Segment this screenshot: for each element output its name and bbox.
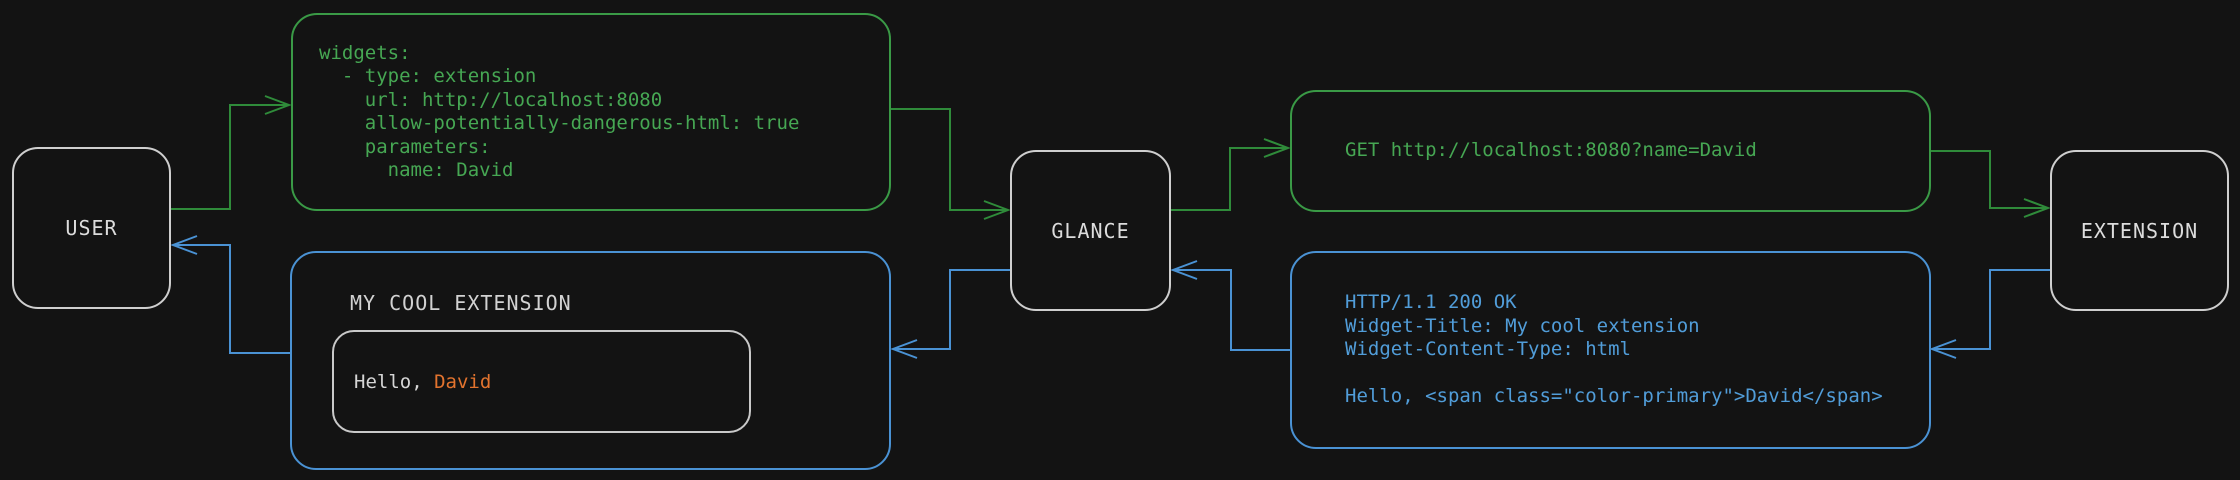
config-line: url: http://localhost:8080 xyxy=(319,88,663,111)
config-line: - type: extension xyxy=(319,65,537,87)
response-line: Hello, <span class="color-primary">David… xyxy=(1345,385,1883,408)
arrow-glance-to-request xyxy=(1171,138,1291,211)
config-line: name: David xyxy=(319,159,514,181)
extension-node-label: EXTENSION xyxy=(2080,218,2199,243)
config-line: allow-potentially-dangerous-html: true xyxy=(319,112,800,134)
config-box: widgets: - type: extension url: http://l… xyxy=(291,13,891,211)
glance-node-label: GLANCE xyxy=(1051,218,1130,243)
arrow-extension-to-response xyxy=(1929,269,2050,359)
glance-node: GLANCE xyxy=(1010,150,1171,311)
user-node-label: USER xyxy=(65,216,118,240)
widget-title: MY COOL EXTENSION xyxy=(350,291,572,315)
arrow-widget-to-user xyxy=(170,235,290,354)
config-line: parameters: xyxy=(319,135,491,158)
response-line: Widget-Title: My cool extension xyxy=(1345,314,1700,337)
greeting-name: David xyxy=(434,370,492,393)
response-line xyxy=(1345,362,1929,386)
request-box: GET http://localhost:8080?name=David xyxy=(1290,90,1931,212)
widget-preview-box: MY COOL EXTENSION Hello, David xyxy=(290,251,891,470)
response-box: HTTP/1.1 200 OK Widget-Title: My cool ex… xyxy=(1290,251,1931,449)
greeting-prefix: Hello, xyxy=(354,370,435,393)
response-line: Widget-Content-Type: html xyxy=(1345,338,1631,361)
arrow-user-to-config xyxy=(170,95,292,210)
config-line: widgets: xyxy=(319,41,411,64)
arrow-response-to-glance xyxy=(1170,260,1290,351)
arrow-config-to-glance xyxy=(890,108,1011,220)
greeting-card: Hello, David xyxy=(332,330,751,433)
arrow-glance-to-widget xyxy=(890,269,1010,359)
extension-node: EXTENSION xyxy=(2050,150,2229,311)
request-line: GET http://localhost:8080?name=David xyxy=(1345,139,1757,162)
response-line: HTTP/1.1 200 OK xyxy=(1345,291,1517,314)
arrow-request-to-extension xyxy=(1931,150,2051,218)
user-node: USER xyxy=(12,147,171,309)
